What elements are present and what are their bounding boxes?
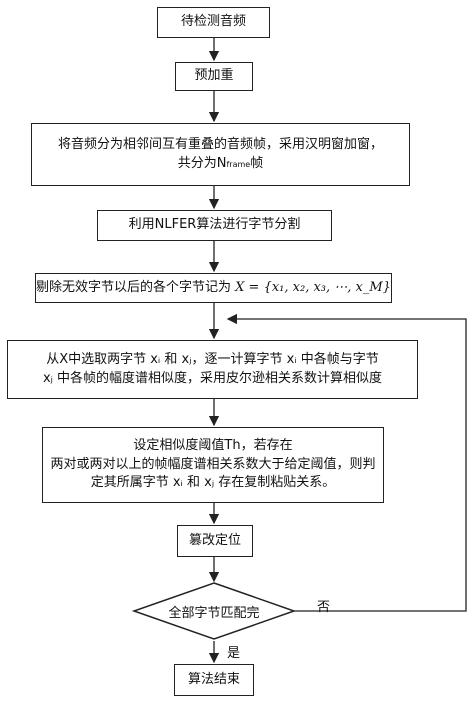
end-node-label: 算法结束	[187, 671, 240, 687]
threshold-text-line1: 设定相似度阈值Th，若存在	[133, 437, 293, 453]
remove-invalid-label: 剔除无效字节以后的各个字节记为	[36, 279, 232, 295]
tamper-locate-label: 篡改定位	[188, 532, 241, 548]
threshold-node: 设定相似度阈值Th，若存在 两对或两对以上的帧幅度谱相关系数大于给定阈值，则判 …	[42, 427, 384, 503]
pre-emphasis-label: 预加重	[194, 68, 234, 84]
edge-decision-loop-back	[226, 313, 467, 612]
start-node-label: 待检测音频	[180, 14, 246, 30]
framing-text-line2-post: 帧	[250, 155, 264, 171]
edge-label-yes: 是	[227, 646, 241, 661]
pre-emphasis-node: 预加重	[175, 62, 253, 91]
decision-node-label: 全部字节匹配完	[168, 606, 260, 621]
remove-invalid-formula: X = {x₁, x₂, x₃, ⋯, x_M}	[235, 279, 391, 295]
segmentation-label: 利用NLFER算法进行字节分割	[128, 217, 301, 233]
select-bytes-text-line2: xⱼ 中各帧的幅度谱相似度，采用皮尔逊相关系数计算相似度	[42, 370, 383, 386]
segmentation-node: 利用NLFER算法进行字节分割	[97, 210, 332, 241]
select-bytes-node: 从X中选取两字节 xᵢ 和 xⱼ，逐一计算字节 xᵢ 中各帧与字节 xⱼ 中各帧…	[7, 340, 418, 399]
framing-text-line1: 将音频分为相邻间互有重叠的音频帧，采用汉明窗加窗，	[57, 136, 383, 152]
edge-label-no: 否	[317, 600, 331, 615]
threshold-text-line3: 定其所属字节 xᵢ 和 xⱼ 存在复制粘贴关系。	[90, 475, 336, 491]
framing-node: 将音频分为相邻间互有重叠的音频帧，采用汉明窗加窗， 共分为Nframe帧	[31, 123, 410, 186]
select-bytes-text-line1: 从X中选取两字节 xᵢ 和 xⱼ，逐一计算字节 xᵢ 中各帧与字节	[46, 351, 379, 367]
tamper-locate-node: 篡改定位	[177, 525, 253, 557]
remove-invalid-node: 剔除无效字节以后的各个字节记为 X = {x₁, x₂, x₃, ⋯, x_M}	[35, 273, 392, 303]
framing-text-line2-pre: 共分为N	[177, 155, 227, 171]
threshold-text-line2: 两对或两对以上的帧幅度谱相关系数大于给定阈值，则判	[50, 456, 376, 472]
start-node: 待检测音频	[157, 7, 270, 38]
decision-diamond-shape	[131, 582, 297, 640]
framing-text-line2-subscript: frame	[226, 159, 251, 169]
end-node: 算法结束	[174, 664, 254, 696]
framing-text-line2: 共分为Nframe帧	[58, 155, 383, 174]
